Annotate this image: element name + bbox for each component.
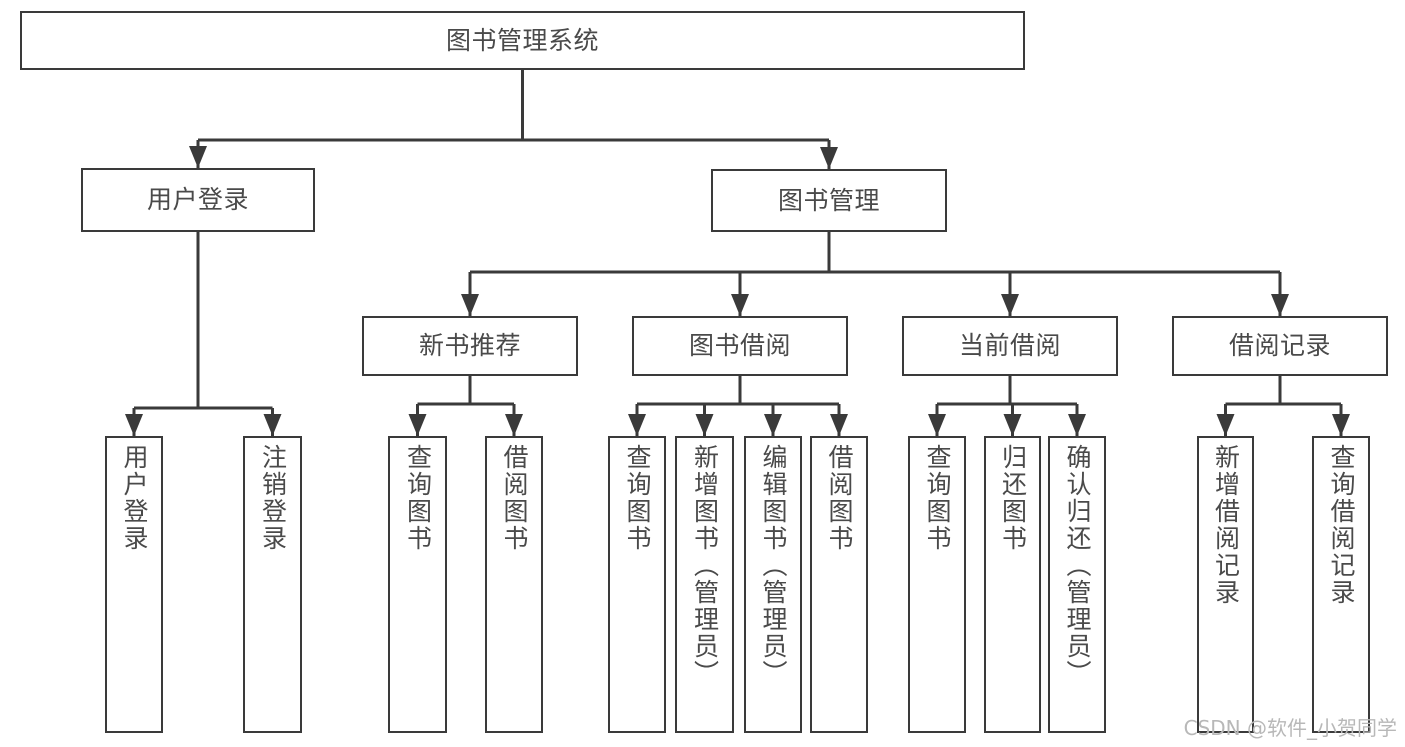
- edge-arrowhead: [830, 414, 848, 436]
- node-label: 新增图书（管理员）: [690, 444, 720, 687]
- node-leaf-edit-book[interactable]: 编辑图书（管理员）: [744, 436, 802, 733]
- node-label: 查询图书: [923, 444, 952, 552]
- node-label: 查询借阅记录: [1327, 444, 1356, 606]
- edge-arrowhead: [1003, 414, 1022, 436]
- node-label: 用户登录: [146, 185, 249, 215]
- node-label: 注销登录: [258, 444, 288, 552]
- node-leaf-query-book-2[interactable]: 查询图书: [608, 436, 666, 733]
- edge-arrowhead: [1332, 414, 1350, 436]
- node-leaf-add-record[interactable]: 新增借阅记录: [1197, 436, 1254, 733]
- node-label: 编辑图书（管理员）: [759, 444, 788, 687]
- node-book-borrow[interactable]: 图书借阅: [632, 316, 848, 376]
- edge-arrowhead: [189, 146, 207, 168]
- edge-arrowhead: [263, 414, 282, 436]
- node-label: 借阅图书: [500, 444, 529, 552]
- edge-arrowhead: [820, 147, 838, 169]
- node-leaf-return-book[interactable]: 归还图书: [984, 436, 1041, 733]
- node-leaf-confirm-return[interactable]: 确认归还（管理员）: [1048, 436, 1106, 733]
- edge-arrowhead: [764, 414, 782, 436]
- node-user-login[interactable]: 用户登录: [81, 168, 315, 232]
- edge-arrowhead: [1068, 414, 1086, 436]
- edge-arrowhead: [731, 294, 749, 316]
- edge-arrowhead: [1001, 294, 1019, 316]
- node-leaf-logout[interactable]: 注销登录: [243, 436, 302, 733]
- node-current-borrow[interactable]: 当前借阅: [902, 316, 1118, 376]
- edge-arrowhead: [408, 414, 427, 436]
- node-label: 图书管理系统: [445, 25, 599, 55]
- node-leaf-query-book-3[interactable]: 查询图书: [908, 436, 966, 733]
- node-leaf-borrow-book-1[interactable]: 借阅图书: [485, 436, 543, 733]
- node-label: 当前借阅: [958, 331, 1061, 361]
- edge-arrowhead: [695, 414, 714, 436]
- node-leaf-query-record[interactable]: 查询借阅记录: [1312, 436, 1370, 733]
- edge-arrowhead: [628, 414, 646, 436]
- node-label: 查询图书: [623, 444, 652, 552]
- node-root[interactable]: 图书管理系统: [20, 11, 1025, 70]
- node-label: 图书管理: [777, 185, 880, 215]
- node-label: 图书借阅: [688, 331, 791, 361]
- node-leaf-add-book[interactable]: 新增图书（管理员）: [675, 436, 734, 733]
- node-label: 用户登录: [120, 444, 149, 552]
- node-leaf-query-book-1[interactable]: 查询图书: [388, 436, 447, 733]
- node-new-book-rec[interactable]: 新书推荐: [362, 316, 578, 376]
- edge-arrowhead: [928, 414, 946, 436]
- node-borrow-record[interactable]: 借阅记录: [1172, 316, 1388, 376]
- edge-arrowhead: [505, 414, 523, 436]
- edge-arrowhead: [461, 294, 479, 316]
- node-label: 新书推荐: [418, 331, 521, 361]
- edge-arrowhead: [1271, 294, 1289, 316]
- node-book-manage[interactable]: 图书管理: [711, 169, 947, 232]
- node-leaf-user-login[interactable]: 用户登录: [105, 436, 163, 733]
- edge-arrowhead: [125, 414, 143, 436]
- node-label: 借阅图书: [825, 444, 854, 552]
- node-label: 确认归还（管理员）: [1063, 444, 1092, 687]
- node-label: 归还图书: [998, 444, 1028, 552]
- node-leaf-borrow-book-2[interactable]: 借阅图书: [810, 436, 868, 733]
- node-label: 新增借阅记录: [1211, 444, 1241, 606]
- edge-arrowhead: [1216, 414, 1235, 436]
- node-label: 借阅记录: [1228, 331, 1331, 361]
- node-label: 查询图书: [403, 444, 433, 552]
